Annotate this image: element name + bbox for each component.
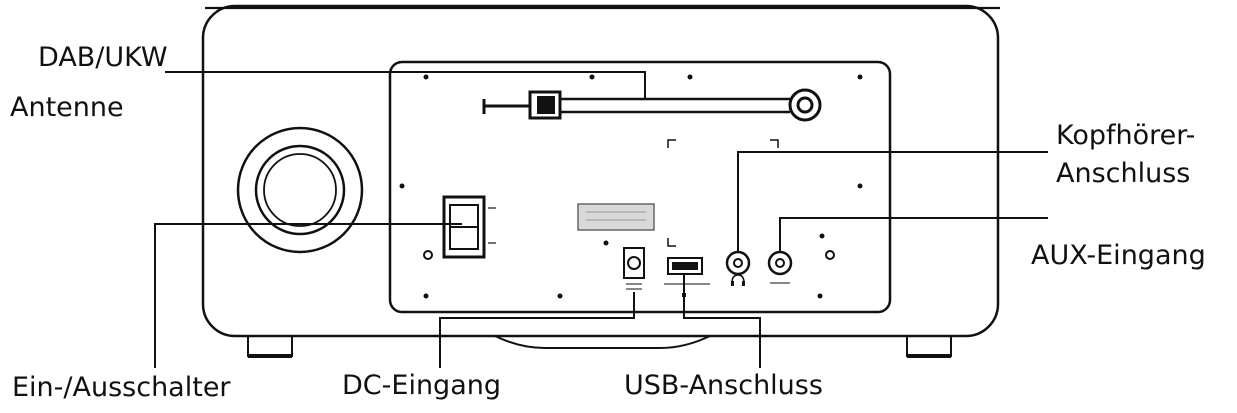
leader-switch bbox=[154, 223, 462, 368]
leader-headphone bbox=[737, 151, 1048, 252]
aux-jack-icon bbox=[767, 250, 793, 284]
label-antenna-line1: DAB/UKW bbox=[38, 42, 168, 73]
label-power-switch: Ein-/Ausschalter bbox=[12, 372, 231, 403]
label-usb: USB-Anschluss bbox=[624, 370, 823, 401]
leader-antenna bbox=[165, 71, 646, 99]
headphone-jack-icon bbox=[725, 250, 751, 286]
foot-right bbox=[906, 335, 952, 358]
label-headphone-line2: Anschluss bbox=[1056, 158, 1191, 189]
rear-panel bbox=[388, 60, 892, 314]
speaker-icon bbox=[236, 126, 364, 254]
label-aux: AUX-Eingang bbox=[1031, 240, 1206, 271]
bottom-stand bbox=[494, 335, 711, 349]
label-plate bbox=[577, 203, 655, 231]
antenna-icon bbox=[482, 88, 822, 122]
switch-icon bbox=[442, 195, 496, 259]
corner-marks bbox=[667, 139, 779, 247]
label-headphone-line1: Kopfhörer- bbox=[1056, 120, 1196, 151]
label-antenna-line2: Antenne bbox=[10, 92, 124, 123]
dc-jack-icon bbox=[623, 247, 645, 290]
usb-port-icon bbox=[664, 257, 710, 297]
leader-dc bbox=[439, 292, 635, 368]
cabinet-body bbox=[201, 4, 1000, 338]
leader-aux bbox=[779, 217, 1048, 252]
leader-lines bbox=[154, 71, 1048, 368]
foot-left bbox=[247, 335, 293, 358]
panel-holes bbox=[423, 250, 835, 260]
panel-screws bbox=[399, 74, 863, 299]
label-dc-input: DC-Eingang bbox=[342, 370, 501, 401]
leader-usb bbox=[683, 274, 761, 368]
